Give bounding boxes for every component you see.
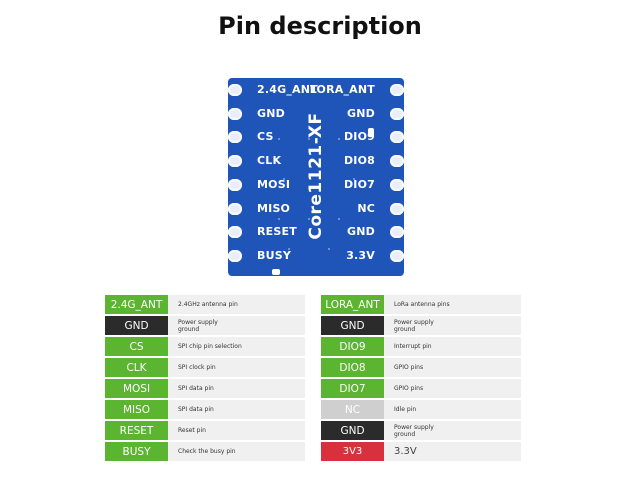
pin-badge: 2.4G_ANT [105, 295, 168, 314]
board-pin-label: GND [257, 106, 285, 120]
pin-pad-r-3 [390, 155, 404, 168]
pin-pad-l-1 [228, 107, 242, 120]
board-pin-label: NC [357, 201, 375, 215]
pin-pad-r-7 [390, 249, 404, 262]
pin-pad-l-6 [228, 226, 242, 239]
board-pin-label: CS [257, 130, 274, 144]
pin-description: GPIO pins [394, 364, 424, 371]
pin-row: CLK SPI clock pin [105, 358, 305, 377]
pin-row: MISO SPI data pin [105, 400, 305, 419]
pin-row: RESET Reset pin [105, 421, 305, 440]
pin-badge: CS [105, 337, 168, 356]
pin-description: SPI clock pin [178, 364, 216, 371]
pin-description: Power supply ground [394, 318, 434, 333]
pin-pad-l-7 [228, 249, 242, 262]
pin-row: GND Power supply ground [321, 421, 521, 440]
pin-description: SPI data pin [178, 385, 214, 392]
pin-badge: BUSY [105, 442, 168, 461]
pin-pad-r-6 [390, 226, 404, 239]
board-via [328, 248, 330, 250]
board-pin-label: 2.4G_ANT [257, 83, 318, 96]
pin-pad-r-1 [390, 107, 404, 120]
pin-badge: RESET [105, 421, 168, 440]
board-pin-label: MOSI [257, 177, 291, 191]
pin-description: 3.3V [394, 446, 417, 457]
board-pin-label: GND [347, 225, 375, 239]
board-via [288, 248, 290, 250]
pin-description: 2.4GHz antenna pin [178, 301, 238, 308]
pin-pad-l-0 [228, 84, 242, 96]
board-pin-label: RESET [257, 225, 297, 239]
pin-badge: GND [321, 421, 384, 440]
board-via [338, 218, 340, 220]
board-pin-label: LORA_ANT [309, 83, 375, 96]
board-led [368, 128, 374, 137]
pin-row: DIO8 GPIO pins [321, 358, 521, 377]
pin-row: CS SPI chip pin selection [105, 337, 305, 356]
board-pin-label: 3.3V [346, 248, 375, 262]
board-pin-label: GND [347, 106, 375, 120]
board-via [278, 218, 280, 220]
pin-pad-r-4 [390, 178, 404, 191]
pin-row: 2.4G_ANT 2.4GHz antenna pin [105, 295, 305, 314]
board-pin-label: DIO9 [343, 130, 375, 144]
pin-description: Idle pin [394, 406, 417, 413]
pin-badge: LORA_ANT [321, 295, 384, 314]
pin-row: 3V3 3.3V [321, 442, 521, 461]
pin-badge: MISO [105, 400, 168, 419]
board-via [353, 178, 355, 180]
pin-badge: MOSI [105, 379, 168, 398]
pin-pad-r-2 [390, 131, 404, 144]
board-pin-label: DIO7 [343, 177, 375, 191]
pin-badge: DIO8 [321, 358, 384, 377]
pin-description: LoRa antenna pins [394, 301, 450, 308]
pin-description: GPIO pins [394, 385, 424, 392]
pin-badge: DIO7 [321, 379, 384, 398]
chip-name-label: Core1121-XF [306, 112, 326, 240]
pin-row: DIO9 Interrupt pin [321, 337, 521, 356]
pin-description: SPI data pin [178, 406, 214, 413]
pin-badge: CLK [105, 358, 168, 377]
board-via [308, 138, 310, 140]
board-via [283, 178, 285, 180]
board-via [338, 138, 340, 140]
pin-badge: 3V3 [321, 442, 384, 461]
module-board-image: Core1121-XF 2.4G_ANT GND CS CLK MOSI MISO RESE… [228, 78, 404, 276]
pin-badge: GND [105, 316, 168, 335]
pin-pad-l-3 [228, 155, 242, 168]
pin-row: LORA_ANT LoRa antenna pins [321, 295, 521, 314]
pin-row: GND Power supply ground [321, 316, 521, 335]
board-via [308, 218, 310, 220]
page-title: Pin description [218, 12, 422, 40]
pin-description: Power supply ground [178, 318, 218, 333]
board-via [278, 138, 280, 140]
board-pin-label: CLK [257, 154, 282, 168]
pin-row: DIO7 GPIO pins [321, 379, 521, 398]
pin-pad-l-5 [228, 202, 242, 215]
pin-description: Interrupt pin [394, 343, 432, 350]
board-marker [272, 269, 280, 275]
pin-pad-l-4 [228, 178, 242, 191]
pin-badge: NC [321, 400, 384, 419]
pin-badge: DIO9 [321, 337, 384, 356]
pin-description: Check the busy pin [178, 448, 236, 455]
pin-description: Power supply ground [394, 423, 434, 438]
board-pin-label: MISO [257, 201, 291, 215]
pin-row: NC Idle pin [321, 400, 521, 419]
pin-badge: GND [321, 316, 384, 335]
pin-description: SPI chip pin selection [178, 343, 242, 350]
board-pin-label: DIO8 [343, 154, 375, 168]
pin-pad-r-5 [390, 202, 404, 215]
pin-row: BUSY Check the busy pin [105, 442, 305, 461]
board-pin-label: BUSY [257, 248, 292, 262]
pin-description: Reset pin [178, 427, 206, 434]
pin-pad-l-2 [228, 131, 242, 144]
pin-pad-r-0 [390, 84, 404, 96]
pin-row: GND Power supply ground [105, 316, 305, 335]
pin-row: MOSI SPI data pin [105, 379, 305, 398]
